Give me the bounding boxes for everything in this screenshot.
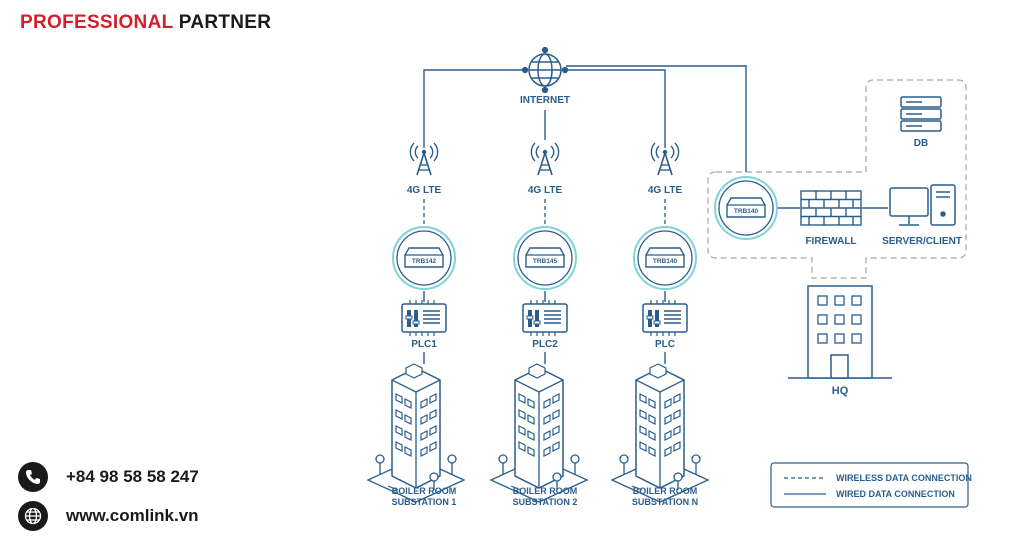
hq-building-icon: [788, 285, 892, 379]
firewall-label: FIREWALL: [805, 236, 856, 247]
phone-contact[interactable]: +84 98 58 58 247: [18, 462, 199, 492]
internet-globe-icon: [521, 46, 569, 94]
globe-icon: [18, 501, 48, 531]
lte-tower-icon-2: [530, 142, 560, 176]
brand-part2: PARTNER: [178, 12, 272, 33]
router-label-3: TRB140: [653, 258, 678, 265]
server-client-label: SERVER/CLIENT: [882, 236, 962, 247]
plc-icon-3: [642, 299, 688, 337]
site-line1-2: BOILER ROOM: [513, 486, 578, 496]
hq-zone: [707, 79, 967, 279]
internet-label: INTERNET: [520, 95, 570, 106]
firewall-icon: [800, 190, 862, 226]
server-client-icon: [889, 184, 956, 226]
phone-icon: [18, 462, 48, 492]
website-contact[interactable]: www.comlink.vn: [18, 501, 199, 531]
plc-label-3: PLC: [655, 339, 675, 350]
router-label-2: TRB145: [533, 258, 558, 265]
wired-links: [423, 65, 888, 364]
lte-label-2: 4G LTE: [528, 185, 563, 196]
hq-router-label: TRB140: [734, 208, 759, 215]
legend-wired-label: WIRED DATA CONNECTION: [836, 489, 955, 499]
site-line2-1: SUBSTATION 1: [392, 497, 457, 507]
plc-icon-1: [401, 299, 447, 337]
site-line2-3: SUBSTATION N: [632, 497, 698, 507]
router-label-1: TRB142: [412, 258, 437, 265]
phone-number: +84 98 58 58 247: [66, 467, 199, 486]
legend: WIRELESS DATA CONNECTION WIRED DATA CONN…: [770, 462, 972, 508]
building-icon-2: [490, 363, 588, 503]
lte-label-3: 4G LTE: [648, 185, 683, 196]
website-url: www.comlink.vn: [66, 506, 199, 525]
brand-title: PROFESSIONAL PARTNER: [20, 12, 271, 34]
site-line2-2: SUBSTATION 2: [513, 497, 578, 507]
database-server-icon: [900, 96, 942, 132]
brand-part1: PROFESSIONAL: [20, 12, 174, 33]
plc-icon-2: [522, 299, 568, 337]
legend-wireless-label: WIRELESS DATA CONNECTION: [836, 473, 972, 483]
plc-label-2: PLC2: [532, 339, 558, 350]
building-icon-3: [611, 363, 709, 503]
site-line1-1: BOILER ROOM: [392, 486, 457, 496]
lte-label-1: 4G LTE: [407, 185, 442, 196]
db-label: DB: [914, 138, 928, 149]
plc-label-1: PLC1: [411, 339, 437, 350]
wireless-links: [423, 199, 666, 226]
hq-label: HQ: [832, 385, 849, 397]
building-icon-1: [367, 363, 465, 503]
site-line1-3: BOILER ROOM: [633, 486, 698, 496]
